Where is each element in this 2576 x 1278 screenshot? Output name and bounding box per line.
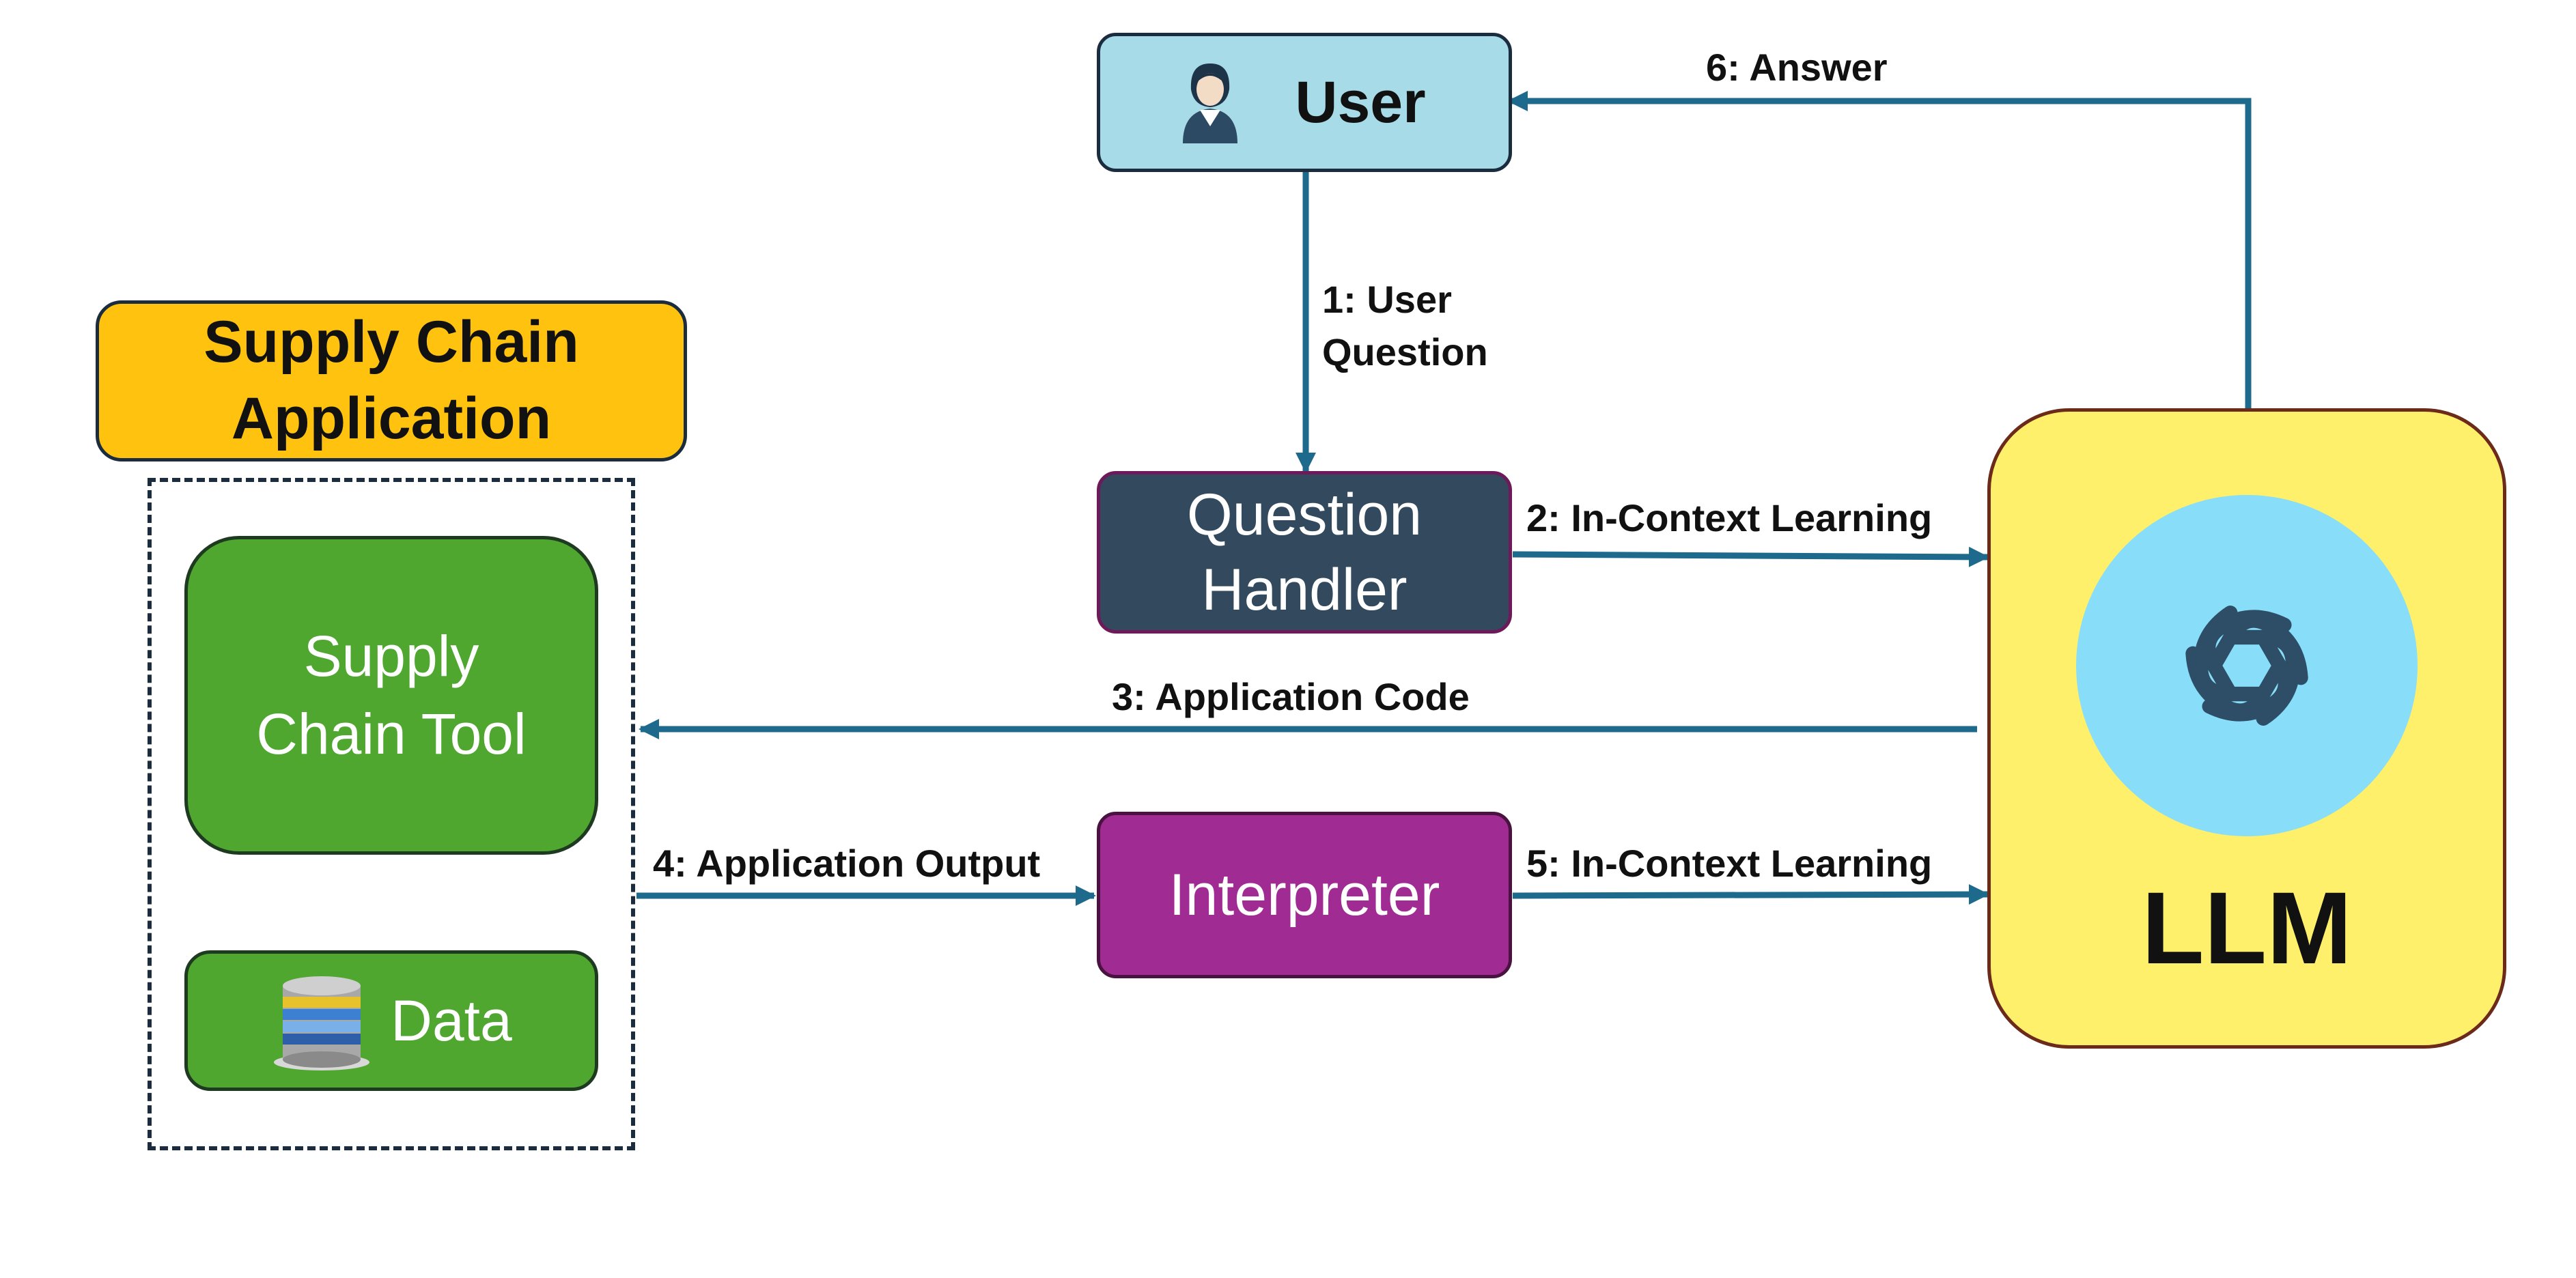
- question-handler-label: Question Handler: [1186, 481, 1423, 623]
- arrow-interpreter-to-llm: [1512, 884, 1989, 905]
- interpreter-box: Interpreter: [1097, 812, 1512, 978]
- user-avatar-icon: [1183, 63, 1238, 143]
- llm-box: LLM: [1987, 408, 2506, 1049]
- supply-chain-tool-label: Supply Chain Tool: [256, 624, 527, 766]
- arrow-question-handler-to-llm: [1512, 546, 1989, 567]
- application-title-box: Supply Chain Application: [96, 300, 687, 462]
- edge-label-application-output: 4: Application Output: [653, 842, 1041, 885]
- llm-logo-circle: [2076, 495, 2418, 836]
- openai-logo-icon: [2185, 606, 2308, 726]
- edge-label-in-context-learning-2: 2: In-Context Learning: [1526, 496, 1933, 539]
- user-box: User: [1097, 33, 1512, 172]
- edge-label-user-question: 1: User Question: [1322, 278, 1488, 374]
- interpreter-label: Interpreter: [1168, 862, 1440, 928]
- arrow-llm-to-user: [1507, 91, 2252, 408]
- llm-label: LLM: [2141, 870, 2353, 985]
- supply-chain-tool-box: Supply Chain Tool: [184, 536, 598, 855]
- question-handler-box: Question Handler: [1097, 471, 1512, 634]
- data-box: Data: [184, 950, 598, 1091]
- data-label: Data: [391, 988, 512, 1053]
- edge-label-answer: 6: Answer: [1706, 46, 1888, 89]
- edge-label-in-context-learning-5: 5: In-Context Learning: [1526, 842, 1933, 885]
- application-container: [148, 478, 635, 1150]
- database-icon: [274, 976, 370, 1070]
- edge-label-application-code: 3: Application Code: [1112, 675, 1470, 718]
- user-label: User: [1295, 69, 1426, 135]
- application-title: Supply Chain Application: [204, 309, 579, 451]
